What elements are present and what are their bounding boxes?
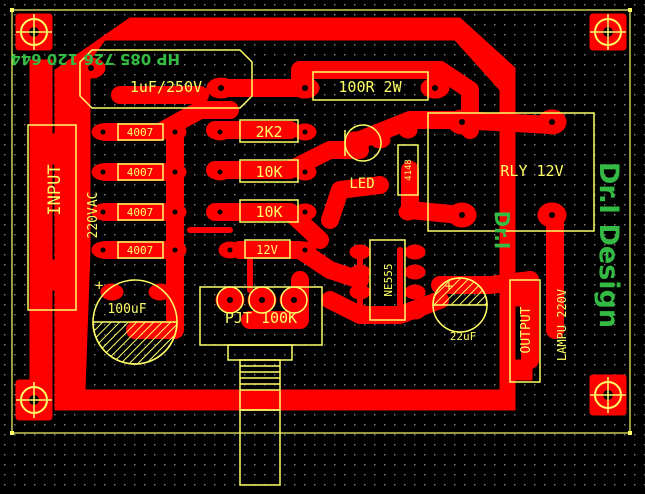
lamp-label: LAMPU 220V: [555, 289, 569, 361]
input-terminal-outline: [27, 124, 77, 311]
pot-pad-rings: [216, 286, 308, 314]
diode-4148-outline: [397, 144, 419, 196]
electrolytic-big-polarity: [92, 321, 178, 365]
mounting-hole-top-left: [16, 14, 52, 50]
copper-layer: [15, 13, 627, 421]
pot-label: PJT 100K: [225, 309, 297, 327]
diode1-outline: [117, 123, 164, 141]
resistor-10k-b-outline: [239, 199, 299, 223]
diode2-outline: [117, 163, 164, 181]
corner-markers: [10, 8, 632, 435]
electrolytic-big-label: 100uF: [107, 302, 146, 317]
output-label: OUTPUT: [519, 306, 534, 353]
diode4-label: 4007: [127, 244, 154, 257]
resistor-2k2-label: 2K2: [255, 123, 282, 141]
input-label: INPUT: [45, 164, 65, 215]
relay-label: RLY 12V: [500, 162, 563, 180]
ic-label: NE555: [382, 263, 395, 296]
pot-knurl-lines: [240, 365, 280, 391]
brand-text-small: Dr.I: [490, 211, 514, 250]
mounting-holes: [16, 14, 626, 418]
capacitor-label: 1uF/250V: [130, 78, 202, 96]
resistor-10k-b-label: 10K: [255, 203, 282, 221]
diode4-outline: [117, 241, 164, 259]
electrolytic-small-polarity: [432, 277, 488, 306]
board-outline: [11, 9, 631, 434]
resistor-2w-label: 100R 2W: [338, 78, 402, 96]
capacitor-outline: [79, 49, 253, 109]
relay-outline: [427, 112, 595, 232]
output-terminal-outline: [509, 279, 541, 383]
diode3-label: 4007: [127, 206, 154, 219]
pad-holes: [88, 65, 555, 303]
brand-text-large: Dr.I Design: [593, 162, 624, 328]
resistor-10k-a-outline: [239, 159, 299, 183]
electrolytic-small-label: 22uF: [450, 330, 477, 343]
mounting-hole-bottom-left: [16, 382, 52, 418]
zener-label: 12V: [256, 243, 278, 257]
led-label: LED: [349, 176, 374, 192]
resistor-2w-outline: [312, 71, 429, 101]
resistor-10k-a-label: 10K: [255, 163, 282, 181]
plus-small: +: [445, 279, 453, 294]
resistor-2k2-outline: [239, 119, 299, 143]
top-text: HP 085 726 120 644: [10, 50, 180, 68]
pot-shaft: [239, 409, 281, 486]
diode1-label: 4007: [127, 126, 154, 139]
diode2-label: 4007: [127, 166, 154, 179]
mounting-hole-top-right: [590, 14, 626, 50]
silkscreen-text: HP 085 726 120 644 1uF/250V 100R 2W 4007…: [10, 50, 624, 361]
diode-4148-label: 4148: [404, 159, 414, 181]
plus-big: +: [95, 278, 103, 294]
diode3-outline: [117, 203, 164, 221]
ac-label: 220VAC: [86, 192, 101, 239]
zener-outline: [244, 239, 291, 259]
mounting-hole-bottom-right: [590, 377, 626, 413]
ic-outline: [369, 239, 406, 321]
